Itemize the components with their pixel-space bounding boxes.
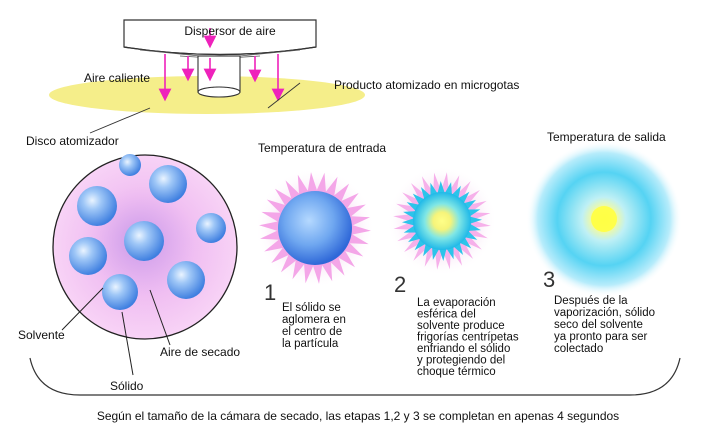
solid-bubble — [102, 274, 138, 310]
stage-1-line: la partícula — [282, 338, 339, 350]
atomized-product-label: Producto atomizado en microgotas — [334, 78, 519, 92]
stage-1-line: el centro de — [282, 326, 342, 338]
hot-air-arrows — [158, 28, 285, 102]
product-pointer-line — [267, 82, 301, 109]
inlet-temperature-label: Temperatura de entrada — [258, 141, 386, 155]
solid-label: Sólido — [110, 379, 144, 393]
air-disperser — [123, 19, 317, 59]
solvent-bubble — [77, 186, 117, 226]
outlet-temperature-label: Temperatura de salida — [547, 130, 666, 144]
stage-2-line: choque térmico — [417, 366, 496, 378]
stage-1-description: El sólido se aglomera en el centro de la… — [282, 302, 346, 350]
air-disperser-label: Dispersor de aire — [184, 24, 276, 38]
stage-2-description: La evaporación esférica del solvente pro… — [417, 297, 519, 378]
droplet-detail — [52, 154, 238, 340]
solvent-bubble — [69, 237, 107, 275]
stage-3-particle — [526, 141, 682, 297]
solvent-bubble — [196, 213, 226, 243]
stage-1-number: 1 — [264, 280, 276, 305]
stage-2-line: La evaporación — [417, 297, 496, 309]
stage-2-line: solvente produce — [417, 320, 505, 332]
stage-2-line: esférica del — [417, 309, 476, 321]
stage-3-number: 3 — [543, 267, 555, 292]
disc-pointer-line — [89, 107, 151, 134]
solvent-label: Solvente — [18, 328, 65, 342]
stage-1-line: El sólido se — [282, 302, 341, 314]
droplet-leader-lines — [61, 287, 171, 376]
stage-3-description: Después de la vaporización, sólido seco … — [554, 295, 655, 355]
stage-3-line: ya pronto para ser — [554, 331, 648, 343]
atomizer-disc-label: Disco atomizador — [26, 134, 119, 148]
atomizer-disc — [197, 55, 241, 98]
stage-2-line: enfriando el sólido — [417, 343, 510, 355]
stage-3-line: Después de la — [554, 295, 628, 307]
stages-brace — [29, 357, 681, 396]
stage-3-line: vaporización, sólido — [554, 307, 655, 319]
stage-2-line: y protegiendo del — [417, 355, 505, 367]
footer-caption: Según el tamaño de la cámara de secado, … — [97, 409, 619, 423]
solvent-bubble — [124, 221, 164, 261]
stage-3-line: colectado — [554, 343, 603, 355]
solvent-bubble — [167, 261, 205, 299]
stage-1-line: aglomera en — [282, 314, 346, 326]
drying-air-label: Aire de secado — [160, 345, 240, 359]
solvent-bubble — [119, 154, 141, 176]
solvent-bubble — [149, 165, 187, 203]
stage-2-particle — [387, 166, 497, 276]
hot-air-label: Aire caliente — [84, 71, 150, 85]
stage-1-particle — [255, 168, 375, 288]
stage-3-line: seco del solvente — [554, 319, 643, 331]
stage-2-line: frigorías centrípetas — [417, 332, 519, 344]
stage-2-number: 2 — [394, 272, 406, 297]
